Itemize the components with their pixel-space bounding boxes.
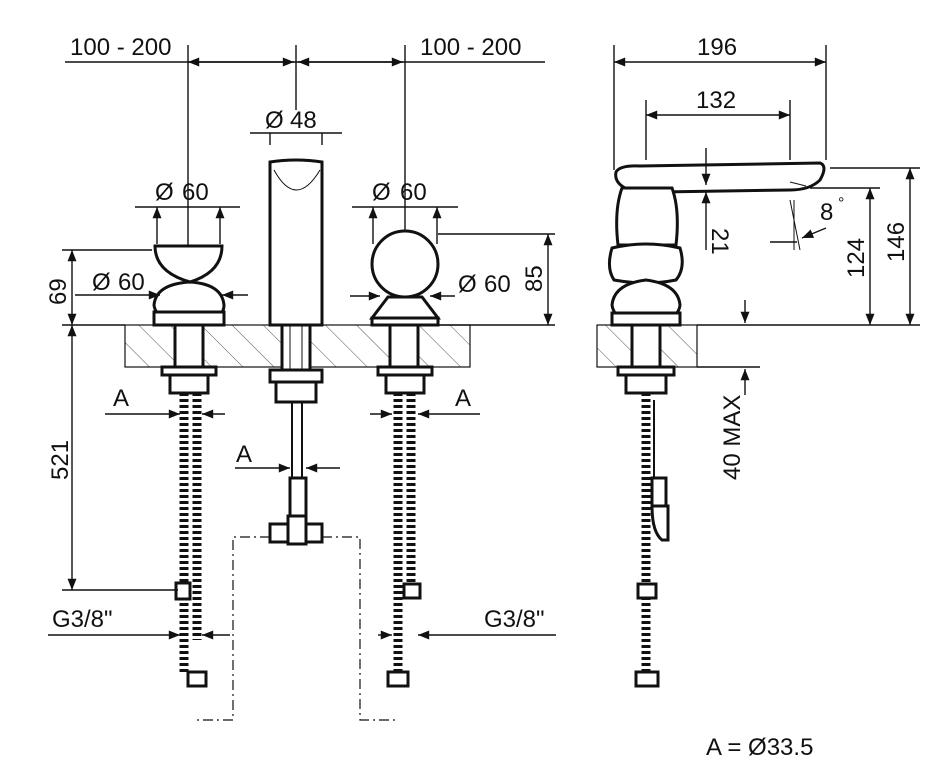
dim-spout-dia: 48 [290,107,317,134]
dim-left-handle-dia-symbol: Ø [155,179,174,206]
side-hose-nut [634,670,660,688]
dim-left-height: 69 [45,278,72,305]
label-a-left: A [113,385,129,412]
dim-left-handle-dia: 60 [182,179,209,206]
left-handle [153,244,224,284]
dim-right-height: 85 [521,265,548,292]
dim-total-length: 196 [697,34,737,61]
spout-body [268,158,324,327]
right-base [368,295,442,320]
label-g-right: G3/8" [484,606,545,633]
dim-right-spacing: 100 - 200 [420,34,521,61]
dim-angle-unit: ° [838,195,844,212]
right-hose-nut [386,670,410,688]
dim-right-handle-dia: 60 [400,179,427,206]
label-a-right: A [455,385,471,412]
dim-right-base-dia-symbol: Ø [458,271,477,298]
dim-spout-dia-symbol: Ø [265,107,284,134]
label-a-center: A [236,441,252,468]
dim-angle: 8 [820,199,833,226]
left-hose-nut [186,670,208,688]
right-handle [370,229,440,299]
dim-124: 124 [843,238,870,278]
dim-right-base-dia: 60 [484,271,511,298]
footnote: A = Ø33.5 [706,734,813,761]
dim-deck-max: 40 MAX [719,395,746,480]
side-view: 196 132 21 8 ° 124 146 [596,34,920,688]
dim-left-base-dia: 60 [118,269,145,296]
dim-21: 21 [706,228,733,255]
dim-spout-reach: 132 [696,87,736,114]
dim-right-handle-dia-symbol: Ø [372,179,391,206]
dim-left-base-dia-symbol: Ø [92,269,111,296]
front-view: 100 - 200 100 - 200 Ø 48 A Ø 60 [45,34,556,721]
dim-146: 146 [883,222,910,262]
dim-hose-length: 521 [47,440,74,480]
dim-left-spacing: 100 - 200 [70,34,171,61]
side-body [615,186,679,247]
mixer-hose-path [195,536,270,721]
label-g-left: G3/8" [52,606,113,633]
center-check-valve [288,476,308,518]
